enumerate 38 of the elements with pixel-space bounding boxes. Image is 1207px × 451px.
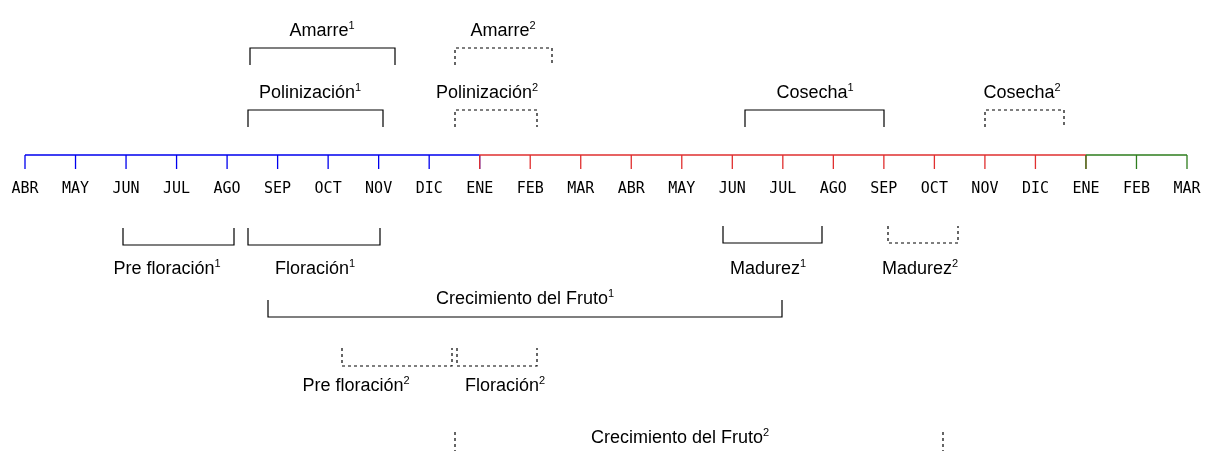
month-label: ENE [466, 179, 494, 197]
month-label: SEP [264, 179, 292, 197]
month-label: MAY [668, 179, 696, 197]
month-label: NOV [971, 179, 999, 197]
phase-label: Polinización$^{2}$ [435, 81, 539, 103]
month-label: MAR [567, 179, 595, 197]
month-label: OCT [920, 179, 948, 197]
month-label: DIC [1021, 179, 1049, 197]
month-label: MAR [1173, 179, 1201, 197]
month-label: FEB [516, 179, 544, 197]
month-label: ENE [1072, 179, 1100, 197]
month-label: ABR [11, 179, 39, 197]
month-label: JUL [163, 179, 191, 197]
month-label: JUN [112, 179, 140, 197]
phase-label: Crecimiento del Fruto$^{1}$ [435, 287, 615, 309]
month-label: SEP [870, 179, 898, 197]
phase-label: Floración$^{1}$ [274, 257, 356, 279]
month-label: JUN [718, 179, 746, 197]
phase-label: Polinización$^{1}$ [258, 81, 362, 103]
phase-label: Madurez$^{1}$ [729, 257, 807, 279]
month-label: ABR [617, 179, 645, 197]
phase-label: Floración$^{2}$ [464, 374, 546, 396]
month-label: AGO [213, 179, 241, 197]
phase-label: Amarre$^{2}$ [470, 19, 536, 41]
phase-label: Amarre$^{1}$ [289, 19, 355, 41]
phase-label: Pre floración$^{1}$ [113, 257, 221, 279]
month-label: AGO [819, 179, 847, 197]
phase-label: Madurez$^{2}$ [881, 257, 959, 279]
month-label: OCT [314, 179, 342, 197]
month-label: FEB [1122, 179, 1150, 197]
month-label: JUL [769, 179, 797, 197]
phase-label: Crecimiento del Fruto$^{2}$ [590, 426, 770, 448]
phase-label: Cosecha$^{1}$ [776, 81, 854, 103]
month-label: MAY [61, 179, 90, 197]
month-label: NOV [365, 179, 393, 197]
phase-label: Cosecha$^{2}$ [983, 81, 1061, 103]
month-label: DIC [415, 179, 443, 197]
phase-label: Pre floración$^{2}$ [302, 374, 410, 396]
